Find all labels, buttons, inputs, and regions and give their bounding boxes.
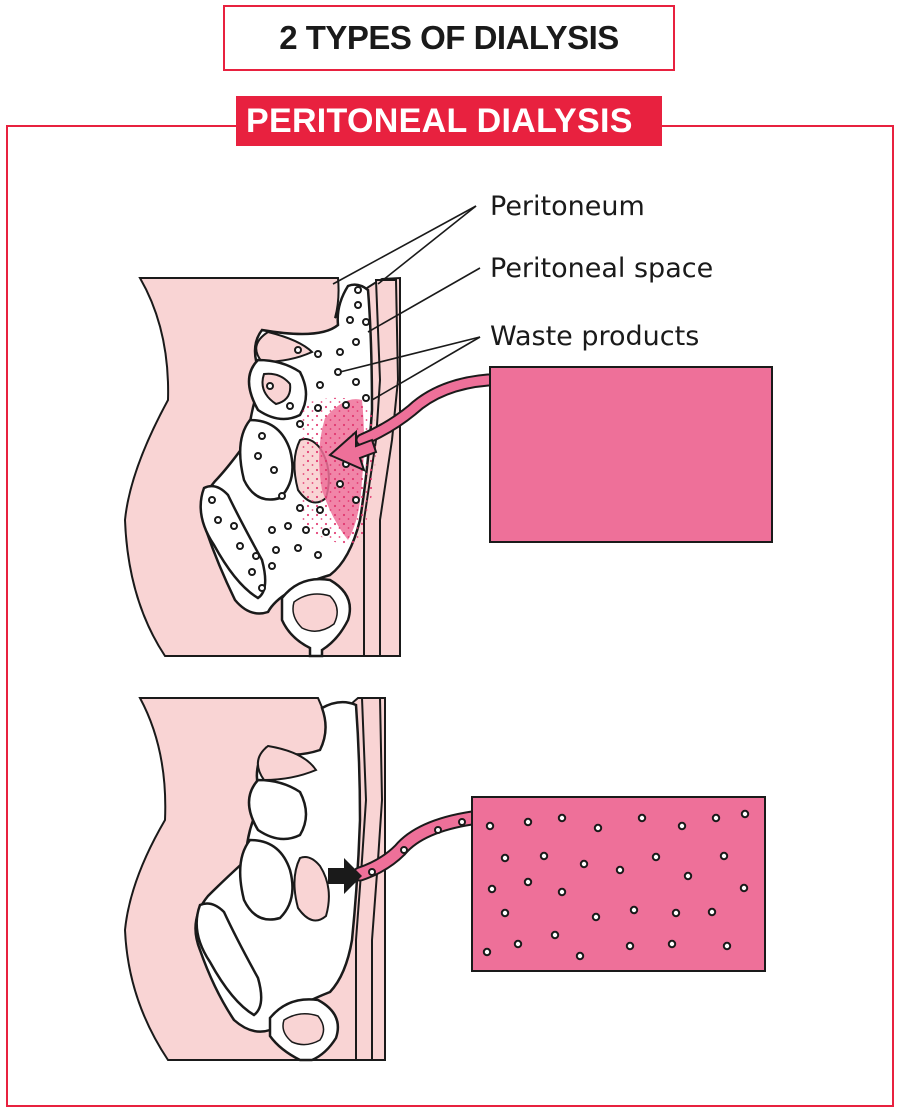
waste-products-label: Waste products [490, 321, 699, 352]
top-label-leader-lines [332, 205, 481, 401]
top-inflow-arrow [328, 429, 378, 472]
top-abdominal-wall [363, 279, 400, 657]
bottom-intestine-loop-5 [195, 902, 263, 1017]
top-dialysate-bag [489, 366, 773, 543]
top-intestine-loop-1 [255, 330, 314, 364]
top-abdomen-illustration: Peritoneum Peritoneal space Waste produc… [123, 191, 773, 658]
peritoneum-label: Peritoneum [490, 191, 645, 222]
bottom-intestine-loop-3 [238, 838, 294, 921]
bottom-intestine-loop-1 [257, 744, 318, 782]
top-intestine-loop-3 [261, 372, 292, 406]
section-label: PERITONEAL DIALYSIS [236, 96, 662, 146]
title-box: 2 TYPES OF DIALYSIS [223, 5, 675, 71]
bottom-intestine-loop-4 [293, 856, 330, 922]
bottom-bag-waste-dots [482, 809, 750, 961]
peritoneal-space-label: Peritoneal space [490, 253, 713, 284]
top-waste-product-dots [208, 286, 370, 592]
bottom-outflow-arrow [328, 858, 362, 894]
diagram-title: 2 TYPES OF DIALYSIS [279, 19, 619, 56]
bottom-intestine-loop-2 [247, 778, 308, 841]
bottom-abdomen-illustration [123, 697, 766, 1062]
bottom-abdominal-wall [355, 697, 384, 1061]
